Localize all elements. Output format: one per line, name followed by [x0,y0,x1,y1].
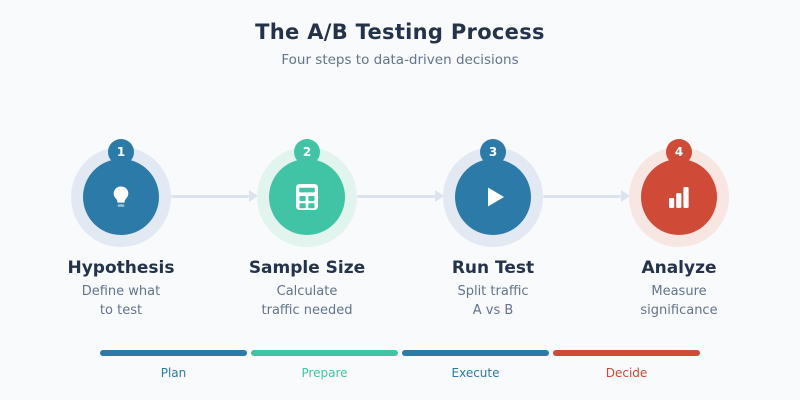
arrow-right-icon [435,190,444,202]
step-title: Analyze [641,258,717,278]
phase-bar: Plan Prepare Execute Decide [100,350,700,380]
step-run-test: 3 Run Test Split traffic A vs B [400,139,586,321]
phase-segment [100,350,247,356]
play-icon [478,182,508,212]
step-hypothesis: 1 Hypothesis Define what to test [28,139,214,321]
phase-plan: Plan [100,350,247,380]
connector-line [357,195,435,198]
page-subtitle: Four steps to data-driven decisions [281,52,519,68]
step-circle [455,159,531,235]
phase-prepare: Prepare [251,350,398,380]
step-description: Split traffic A vs B [457,284,529,318]
lightbulb-icon [108,184,134,211]
calculator-icon [295,183,319,211]
connector-line [543,195,621,198]
phase-segment [553,350,700,356]
arrow-right-icon [249,190,258,202]
phase-label: Execute [451,366,500,380]
phase-decide: Decide [553,350,700,380]
step-circle [641,159,717,235]
connector-line [171,195,249,198]
step-description: Calculate traffic needed [261,284,353,318]
phase-segment [402,350,549,356]
step-bubble: 1 [28,139,214,251]
step-circle [269,159,345,235]
step-bubble: 3 [400,139,586,251]
header: The A/B Testing Process Four steps to da… [0,20,800,68]
step-number-badge: 4 [666,139,692,165]
phase-label: Prepare [301,366,348,380]
step-number-badge: 2 [294,139,320,165]
step-analyze: 4 Analyze Measure significance [586,139,772,321]
step-circle [83,159,159,235]
arrow-right-icon [621,190,630,202]
step-description: Measure significance [640,284,718,318]
step-number-badge: 1 [108,139,134,165]
step-title: Sample Size [248,258,366,278]
step-bubble: 4 [586,139,772,251]
step-description: Define what to test [81,284,161,318]
phase-label: Plan [160,366,187,380]
bar-chart-icon [668,186,690,209]
step-number-badge: 3 [480,139,506,165]
phase-segment [251,350,398,356]
steps-row: 1 Hypothesis Define what to test [28,139,772,321]
phase-execute: Execute [402,350,549,380]
step-title: Hypothesis [67,258,175,278]
phase-label: Decide [605,366,648,380]
step-sample-size: 2 Sample Size Calculate traffic needed [214,139,400,321]
page-title: The A/B Testing Process [255,20,545,44]
step-bubble: 2 [214,139,400,251]
step-title: Run Test [451,258,535,278]
